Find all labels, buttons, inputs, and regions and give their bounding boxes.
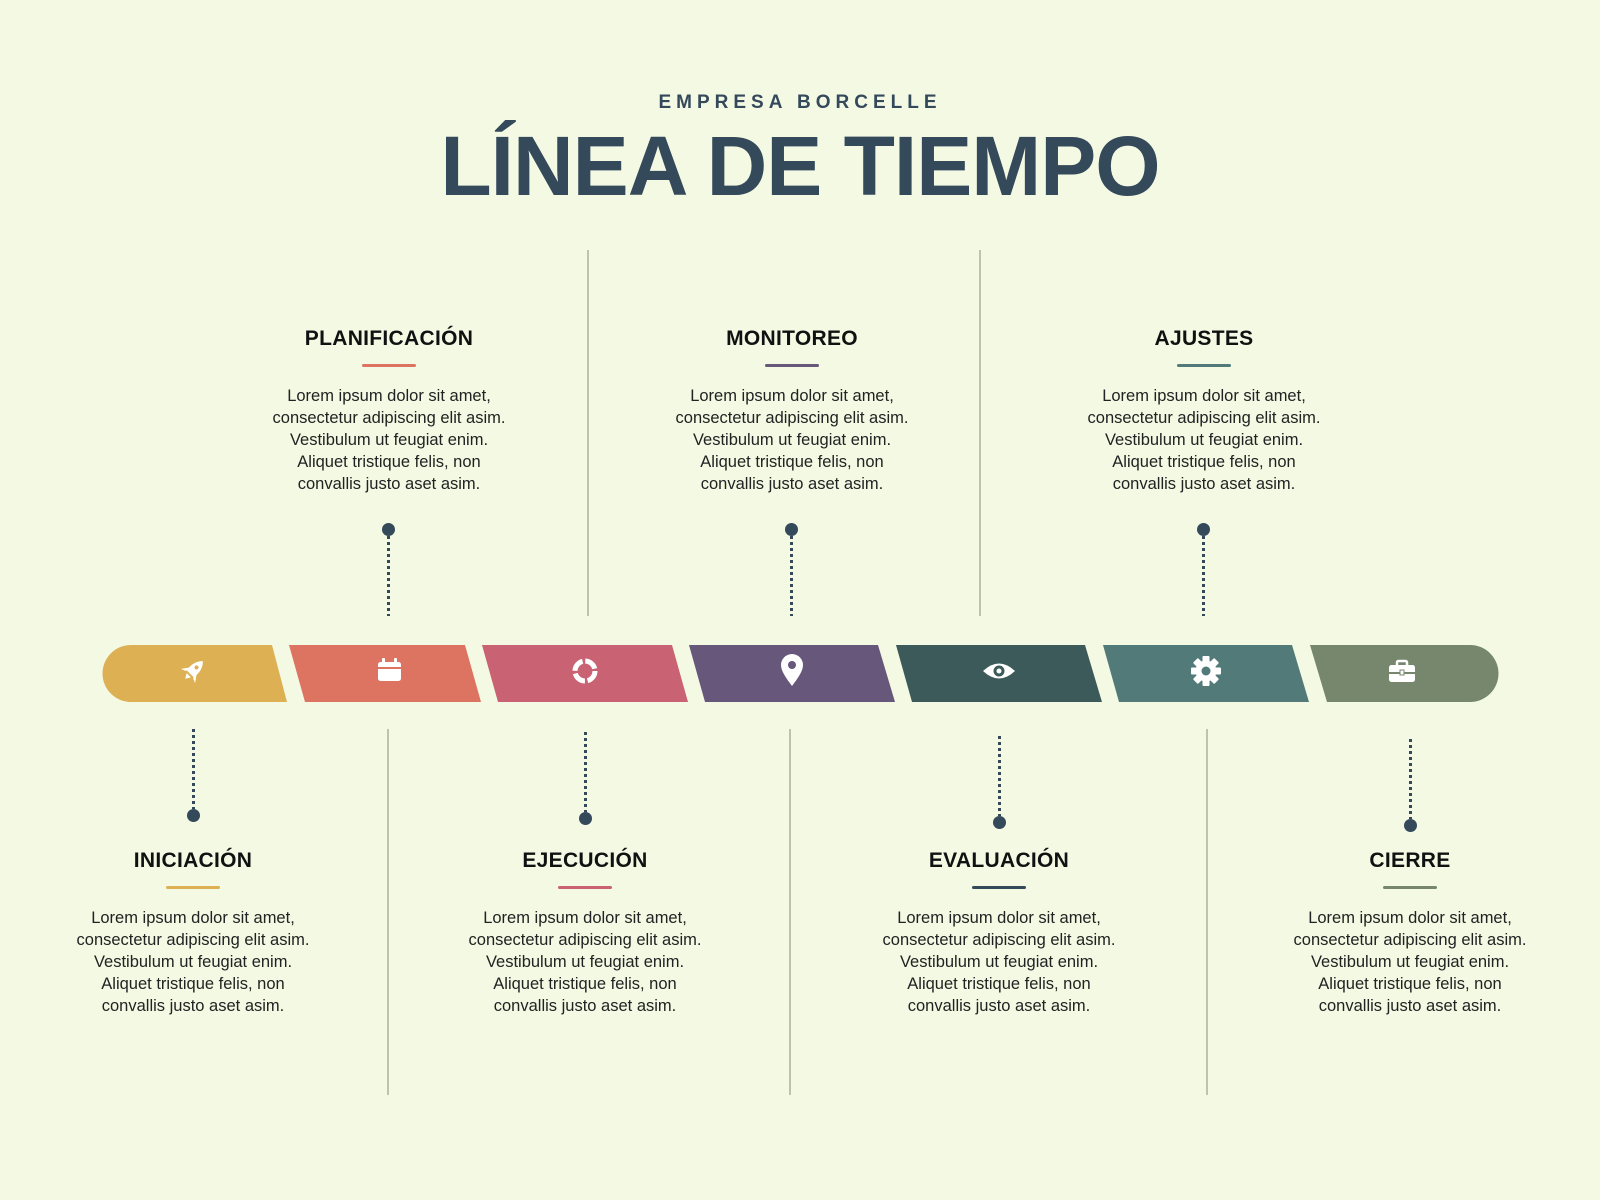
phase-description: Lorem ipsum dolor sit amet,consectetur a… [675, 387, 909, 493]
marker-dot [1404, 819, 1417, 832]
separator-line [387, 729, 389, 1095]
briefcase-icon [1389, 659, 1415, 682]
rocket-icon [180, 661, 203, 684]
separator-line [979, 250, 981, 616]
separator-line [1206, 729, 1208, 1095]
phase-title: EVALUACIÓN [928, 849, 1070, 872]
phase-title: EJECUCIÓN [522, 849, 648, 872]
segment-ejecucion [482, 645, 688, 702]
phase-underline [362, 364, 416, 367]
phase-title: AJUSTES [1154, 327, 1254, 350]
eye-icon [983, 663, 1015, 679]
phase-card-planificacion: PLANIFICACIÓN Lorem ipsum dolor sit amet… [239, 326, 539, 495]
phase-title: MONITOREO [726, 327, 858, 350]
phase-card-iniciacion: INICIACIÓN Lorem ipsum dolor sit amet,co… [43, 848, 343, 1017]
location-pin-icon [781, 654, 803, 686]
dotted-connector [584, 732, 587, 812]
separator-line [587, 250, 589, 616]
phase-underline [765, 364, 819, 367]
dotted-connector [998, 736, 1001, 816]
phase-underline [1177, 364, 1231, 367]
marker-dot [1197, 523, 1210, 536]
phase-title: PLANIFICACIÓN [304, 327, 474, 350]
dotted-connector [387, 536, 390, 616]
progress-ring-icon [572, 658, 598, 684]
phase-underline [166, 886, 220, 889]
phase-description: Lorem ipsum dolor sit amet,consectetur a… [1087, 387, 1321, 493]
phase-description: Lorem ipsum dolor sit amet,consectetur a… [272, 387, 506, 493]
marker-dot [993, 816, 1006, 829]
phase-underline [558, 886, 612, 889]
phase-card-cierre: CIERRE Lorem ipsum dolor sit amet,consec… [1260, 848, 1560, 1017]
marker-dot [579, 812, 592, 825]
dotted-connector [192, 729, 195, 809]
phase-card-ejecucion: EJECUCIÓN Lorem ipsum dolor sit amet,con… [435, 848, 735, 1017]
dotted-connector [790, 536, 793, 616]
dotted-connector [1202, 536, 1205, 616]
phase-description: Lorem ipsum dolor sit amet,consectetur a… [1293, 909, 1527, 1015]
marker-dot [785, 523, 798, 536]
separator-line [789, 729, 791, 1095]
phase-card-ajustes: AJUSTES Lorem ipsum dolor sit amet,conse… [1054, 326, 1354, 495]
calendar-icon [378, 658, 401, 681]
page-title: LÍNEA DE TIEMPO [440, 119, 1160, 213]
phase-underline [1383, 886, 1437, 889]
phase-description: Lorem ipsum dolor sit amet,consectetur a… [882, 909, 1116, 1015]
phase-underline [972, 886, 1026, 889]
gear-icon [1191, 656, 1221, 686]
phase-title: CIERRE [1369, 849, 1451, 872]
marker-dot [382, 523, 395, 536]
phase-card-evaluacion: EVALUACIÓN Lorem ipsum dolor sit amet,co… [849, 848, 1149, 1017]
phase-description: Lorem ipsum dolor sit amet,consectetur a… [468, 909, 702, 1015]
marker-dot [187, 809, 200, 822]
company-subtitle: EMPRESA BORCELLE [658, 92, 942, 113]
phase-card-monitoreo: MONITOREO Lorem ipsum dolor sit amet,con… [642, 326, 942, 495]
phase-title: INICIACIÓN [133, 849, 253, 872]
dotted-connector [1409, 739, 1412, 819]
phase-description: Lorem ipsum dolor sit amet,consectetur a… [76, 909, 310, 1015]
